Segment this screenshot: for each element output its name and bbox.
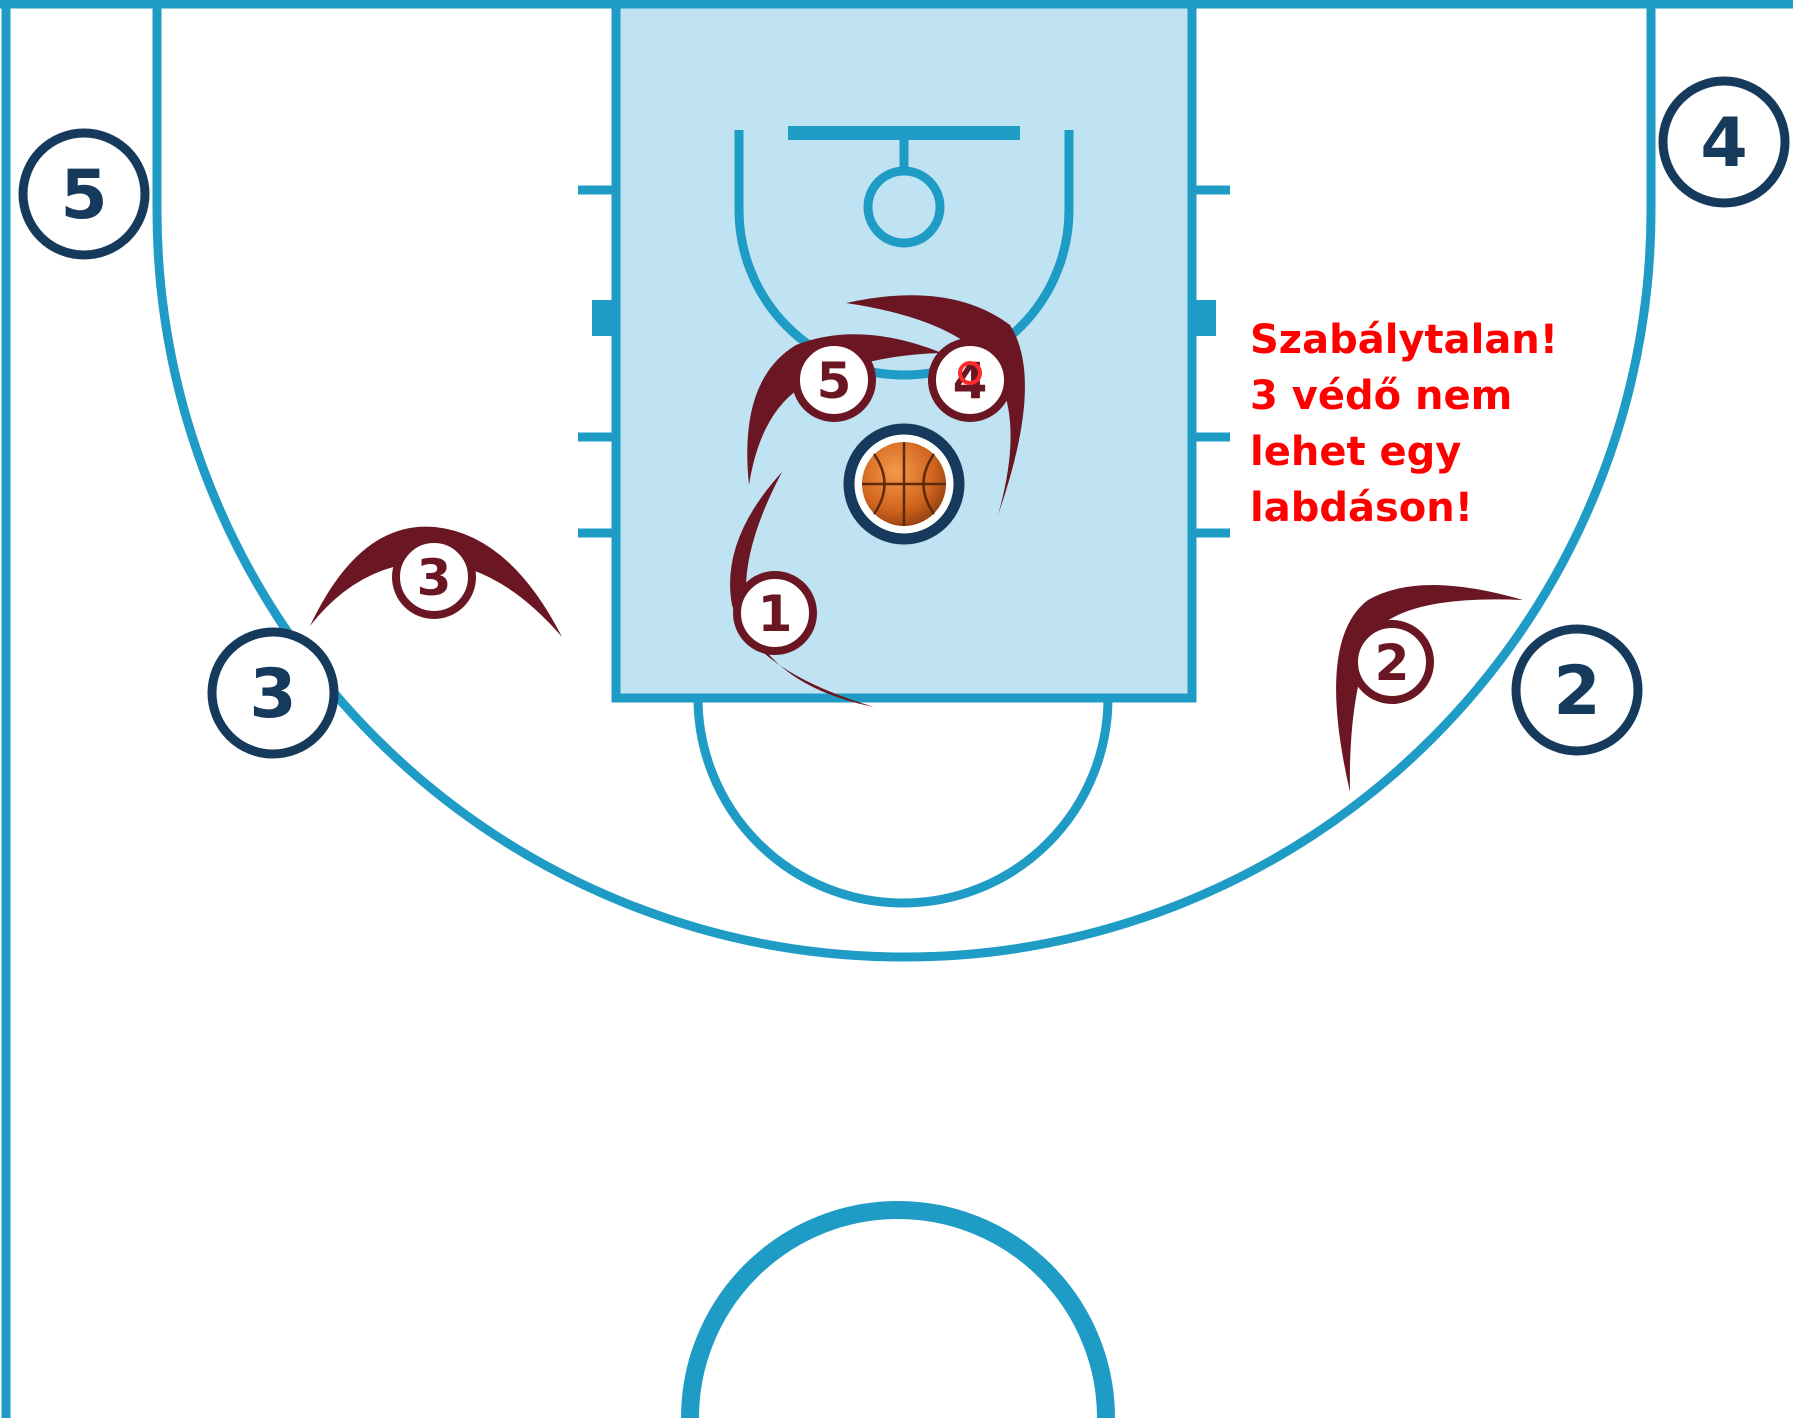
lane-block [592,300,614,336]
warning-line-4: labdáson! [1250,485,1473,531]
defensive-stance-arc [310,526,562,637]
offense-player-4-label: 4 [1700,104,1747,183]
offense-players: 5 4 3 2 [18,76,1790,759]
defender-3: 3 [392,535,476,619]
offense-player-3: 3 [207,627,339,759]
defense-players: 5 4 1 3 2 [392,338,1434,704]
warning-line-2: 3 védő nem [1250,373,1513,419]
offense-player-5-label: 5 [60,156,107,235]
offense-player-5: 5 [18,128,150,260]
offense-player-4: 4 [1658,76,1790,208]
defender-1: 1 [733,571,817,655]
restricted-area [734,130,1074,380]
lane-block [1194,300,1216,336]
defender-3-label: 3 [417,549,452,607]
defender-2-label: 2 [1375,634,1410,692]
basketball-icon [862,442,946,526]
collision-marker-icon [958,361,982,385]
offense-player-3-label: 3 [249,655,296,734]
defender-5: 5 [792,338,876,422]
warning-annotation: Szabálytalan! 3 védő nem lehet egy labdá… [1250,312,1558,536]
defender-2: 2 [1350,620,1434,704]
offense-player-2: 2 [1511,624,1643,756]
warning-line-3: lehet egy [1250,429,1462,475]
warning-line-1: Szabálytalan! [1250,317,1559,363]
free-throw-circle [693,697,1113,908]
defender-4: 4 [928,338,1012,422]
center-circle [681,1201,1115,1418]
offense-ball-handler [843,423,965,545]
three-point-line [152,0,1656,962]
rim [863,166,945,248]
offense-player-2-label: 2 [1553,652,1600,731]
defender-5-label: 5 [817,352,852,410]
defender-1-label: 1 [758,585,793,643]
